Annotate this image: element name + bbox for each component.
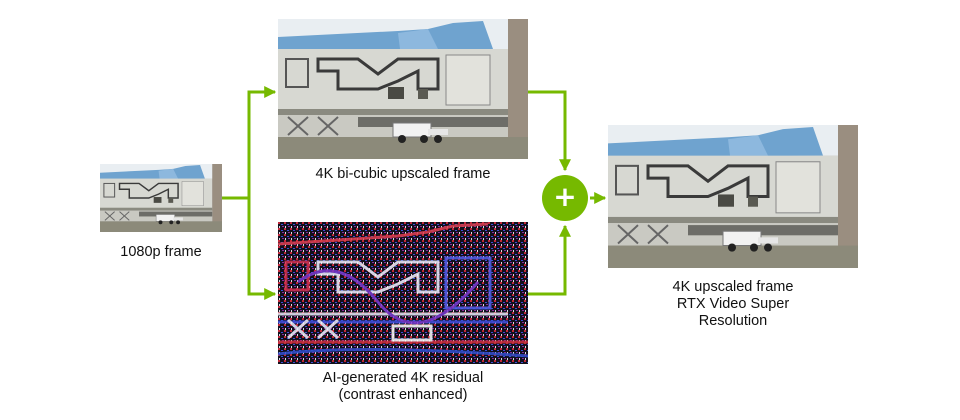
bicubic-upscaled-frame [278, 19, 528, 159]
arrow-input-to-bicubic [222, 86, 277, 200]
residual-caption-line-1: AI-generated 4K residual [322, 370, 484, 386]
arrow-bicubic-to-combine [528, 90, 571, 172]
input-1080p-frame [100, 164, 222, 232]
plus-icon: + [553, 180, 577, 213]
residual-caption-line-2: (contrast enhanced) [338, 387, 468, 403]
input-frame-caption: 1080p frame [120, 244, 202, 260]
ai-residual-frame [278, 222, 528, 364]
output-caption-line-1: 4K upscaled frame [672, 279, 794, 295]
combine-node: + [542, 175, 588, 221]
arrow-residual-to-combine [528, 224, 571, 296]
residual-frame-caption: AI-generated 4K residual (contrast enhan… [258, 370, 548, 404]
output-caption-line-3: Resolution [698, 313, 768, 329]
output-frame-caption: 4K upscaled frame RTX Video Super Resolu… [598, 279, 868, 330]
arrow-input-to-residual [247, 198, 277, 300]
output-4k-frame [608, 125, 858, 268]
bicubic-frame-caption: 4K bi-cubic upscaled frame [315, 166, 491, 182]
output-caption-line-2: RTX Video Super [676, 296, 790, 312]
